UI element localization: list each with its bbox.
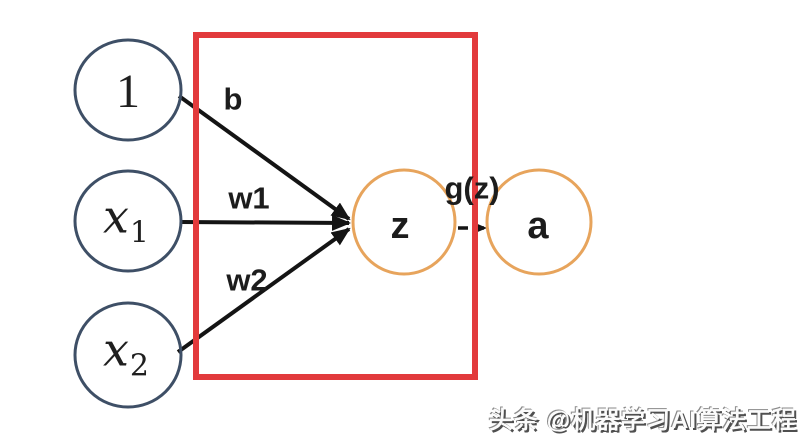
input-node-bias-circle <box>73 38 183 142</box>
weight-box <box>193 32 478 380</box>
input-node-x2-label: x2 <box>103 327 149 382</box>
x1-subscript: 1 <box>129 215 150 251</box>
x2-base: x <box>102 322 129 377</box>
x2-subscript: 2 <box>129 348 150 384</box>
edge-bias-label: b <box>223 81 243 117</box>
input-node-x1-circle <box>73 169 183 273</box>
input-node-x1-label: x1 <box>103 194 149 249</box>
edge-bias-arrow <box>177 94 351 221</box>
input-node-bias-label: 1 <box>116 65 140 118</box>
neuron-node-z-label: z <box>390 205 410 247</box>
watermark-text: 头条 @机器学习AI算法工程 <box>488 407 797 434</box>
edge-w2-arrow <box>176 227 351 354</box>
output-node-a-circle <box>485 168 593 276</box>
input-node-x2-circle <box>73 301 183 409</box>
edge-w2-label: w2 <box>226 262 268 298</box>
edge-w1-label: w1 <box>228 180 270 216</box>
output-node-a-label: a <box>527 205 549 247</box>
edge-w1-arrow <box>180 214 351 231</box>
x1-base: x <box>102 189 129 244</box>
neuron-node-z-circle <box>351 168 457 276</box>
edge-activation-label: g(z) <box>444 170 500 206</box>
